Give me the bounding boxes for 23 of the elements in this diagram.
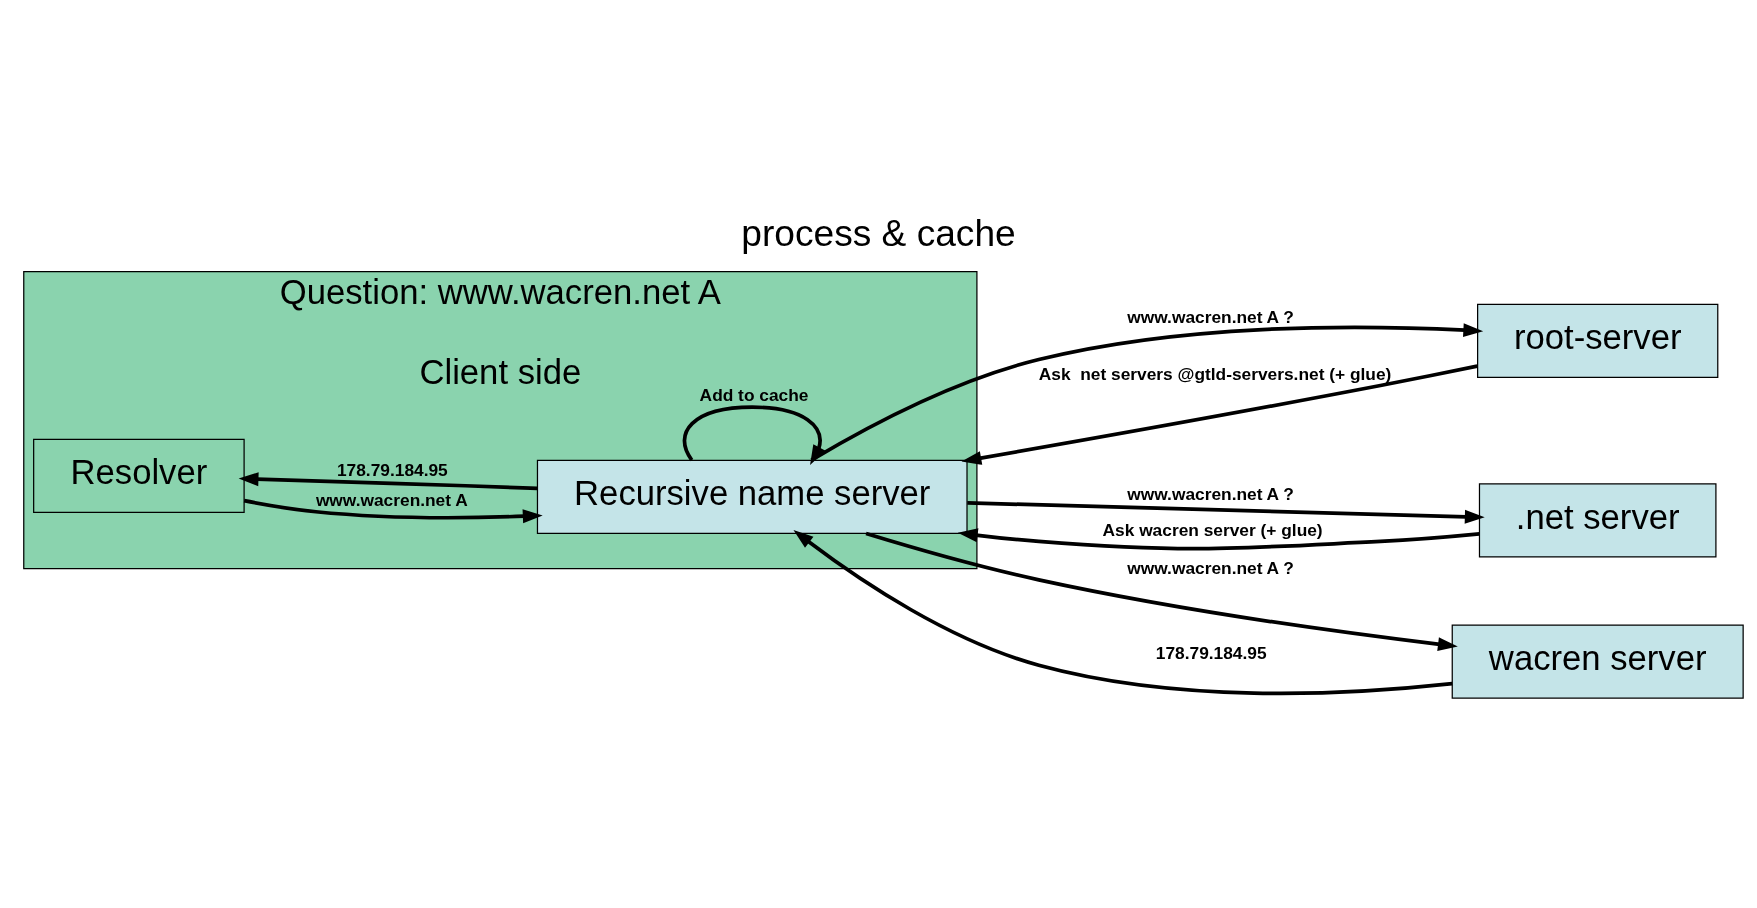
node-box: .net server [1478,482,1717,558]
node-box: Resolver [33,438,245,513]
arrow [793,529,1453,695]
edge-label: www.wacren.net A [315,489,468,510]
arrow [961,363,1478,465]
edge-label: 178.79.184.95 [1155,642,1267,663]
node-box: wacren server [1451,623,1744,699]
edge-label: www.wacren.net A ? [1127,483,1294,504]
edge-label: www.wacren.net A ? [1127,557,1294,578]
arrow [957,527,1480,551]
arrow [865,531,1458,651]
edge-label: Ask wacren server (+ glue) [1102,519,1323,540]
edge-label: www.wacren.net A ? [1127,306,1294,327]
edge-label: Add to cache [699,384,809,405]
arrow [238,471,538,490]
edge-label: Ask net servers @gtld-servers.net (+ glue) [1038,363,1392,384]
edge-label: 178.79.184.95 [336,459,448,480]
arrow [243,498,543,523]
diagram-title: process & cache [741,211,1016,254]
arrow [810,322,1484,462]
arrow [967,500,1485,524]
node-box: Recursive name server [536,459,968,534]
node-box: root-server [1477,303,1719,378]
